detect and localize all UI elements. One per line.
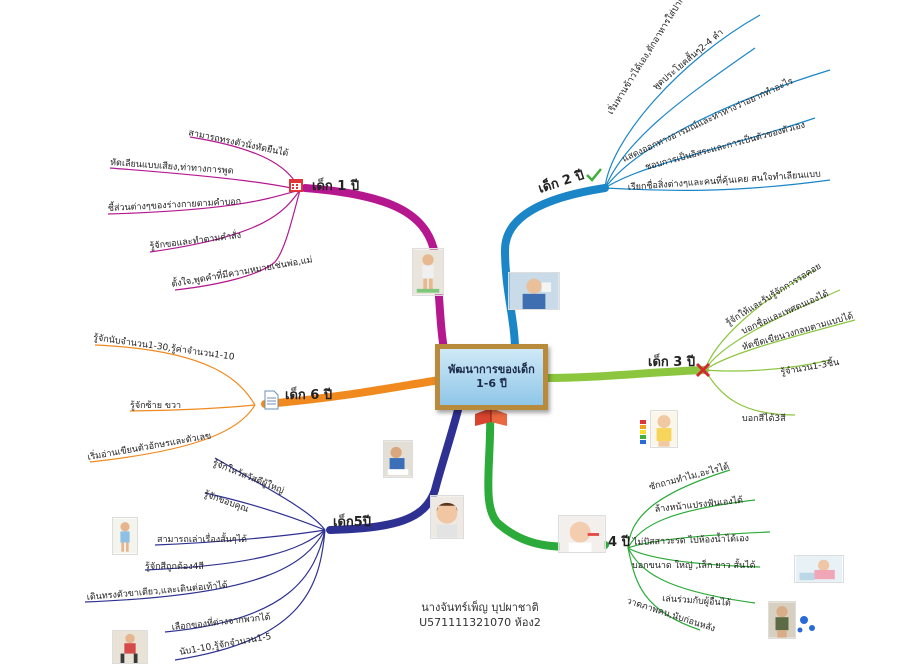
calendar-icon — [289, 179, 303, 192]
document-icon — [264, 390, 279, 410]
age6-item: รู้จักนับจำนวน1-30,รู้ค่าจำนวน1-10 — [93, 332, 236, 363]
paint-drops-icon — [797, 616, 815, 633]
child-photo-age3 — [650, 410, 678, 448]
branch-age4-sub — [627, 547, 761, 568]
branch-age1-sub — [174, 189, 301, 291]
branch-age5-sub — [174, 529, 326, 661]
branch-age5-main — [326, 406, 462, 534]
age1-item: รู้จักขอและทำตามคำสั่ง — [149, 228, 242, 252]
branch-age3-sub — [704, 289, 841, 371]
branch-title-age6: เด็ก 6 ปี — [285, 385, 332, 403]
age4-item: เล่นร่วมกับผู้อื่นได้ — [662, 591, 732, 609]
age5-item: เดินทรงตัวขาเดียว,และเดินต่อเท้าได้ — [86, 580, 228, 603]
branch-age6-sub — [94, 344, 256, 406]
branch-age5-sub — [214, 457, 326, 531]
branch-age6-sub — [129, 404, 256, 412]
central-topic: พัฒนาการของเด็ก 1-6 ปี — [435, 344, 548, 410]
child-photo-age5-running — [112, 630, 148, 664]
branch-age3-sub — [704, 359, 831, 372]
age5-item: เลือกของที่ต่างจากพวกได้ — [171, 610, 271, 633]
age1-item: สามารถทรงตัวนั่งหัดยืนได้ — [187, 125, 290, 159]
branch-age2-main — [500, 184, 609, 354]
color-blocks-icon — [640, 420, 646, 444]
branch-age4-sub — [627, 547, 756, 604]
branch-age5-sub — [144, 529, 326, 571]
age4-item: ล้างหน้าแปรงฟันเองได้ — [654, 495, 743, 515]
central-topic-line1: พัฒนาการของเด็ก — [448, 363, 535, 376]
branch-age2-sub — [604, 47, 756, 189]
branch-age5-sub — [84, 529, 326, 603]
child-photo-age5-standing — [112, 517, 138, 555]
branch-age3-sub — [704, 319, 856, 371]
age3-item: หัดขีดเขียนวงกลมตามแบบได้ — [741, 311, 855, 353]
branch-age2-sub — [604, 117, 816, 189]
age3-item: บอกสีได้3สี — [742, 413, 786, 424]
age5-item: สามารถเล่าเรื่องสั้นๆได้ — [157, 532, 247, 545]
child-photo-age5-writing — [383, 440, 413, 478]
cross-icon — [695, 362, 711, 378]
age6-item: เริ่มอ่านเขียนตัวอักษรและตัวเลข — [86, 428, 212, 463]
branch-age5-sub — [154, 529, 326, 546]
child-photo-age5 — [430, 495, 464, 539]
branch-title-age3: เด็ก 3 ปี — [648, 352, 695, 370]
central-topic-line2: 1-6 ปี — [476, 377, 507, 390]
branch-age4-sub — [627, 469, 731, 549]
age6-item: รู้จักซ้าย ขวา — [130, 400, 181, 411]
child-photo-age4 — [558, 515, 606, 553]
branch-age6-sub — [89, 404, 256, 463]
branch-title-age1: เด็ก 1 ปี — [312, 176, 359, 194]
branch-title-age4: 4 ปี — [608, 534, 630, 550]
child-photo-age4-playing — [768, 601, 796, 639]
branch-title-age5: เด็ก5ปี — [333, 512, 371, 530]
age1-item: ตั้งใจ,พูดคำที่มีความหมายเช่นพ่อ,แม่ — [170, 252, 313, 290]
age4-item: บอกขนาด ใหญ่ ,เล็ก ยาว สั้นได้ — [632, 558, 756, 571]
branch-age3-main — [541, 366, 709, 382]
book-icon — [475, 408, 507, 426]
age5-item: นับ1-10,รู้จักจำนวน1-5 — [179, 631, 273, 658]
child-photo-age4-washing — [794, 555, 844, 583]
branch-age3-sub — [704, 269, 816, 371]
age5-item: รู้จักสีถูกต้อง4สี — [145, 561, 204, 572]
branch-age1-sub — [107, 189, 301, 215]
branch-age2-sub — [604, 179, 831, 192]
checkmark-icon — [586, 168, 602, 182]
branch-age4-sub — [627, 531, 771, 549]
branch-age6-main — [261, 376, 444, 408]
author-name: นางจันทร์เพ็ญ บุปผาชาติ — [421, 601, 539, 614]
branch-age5-sub — [164, 529, 326, 633]
branch-age5-sub — [204, 492, 326, 531]
author-credit: นางจันทร์เพ็ญ บุปผาชาติ U571111321070 ห้… — [400, 600, 560, 630]
child-photo-age2 — [508, 272, 560, 310]
branch-age4-sub — [627, 547, 701, 631]
branch-age1-sub — [149, 189, 301, 253]
child-photo-age1 — [412, 248, 444, 296]
branch-age4-sub — [627, 499, 756, 549]
branch-age2-sub — [604, 69, 831, 189]
age5-item: รู้จักใหว้สวัสดีผู้ใหญ่ — [211, 458, 286, 497]
age3-item: รู้จำนวน1-3ชิ้น — [779, 355, 840, 378]
branch-age2-sub — [604, 14, 761, 189]
author-id: U571111321070 ห้อง2 — [419, 616, 541, 629]
age2-item: ชอบการเป็นอิสระและการเป็นตัวของตัวเอง — [643, 118, 806, 173]
branch-age3-sub — [704, 369, 796, 416]
age4-item: ซักถามทำไม,อะไรได้ — [648, 461, 730, 493]
